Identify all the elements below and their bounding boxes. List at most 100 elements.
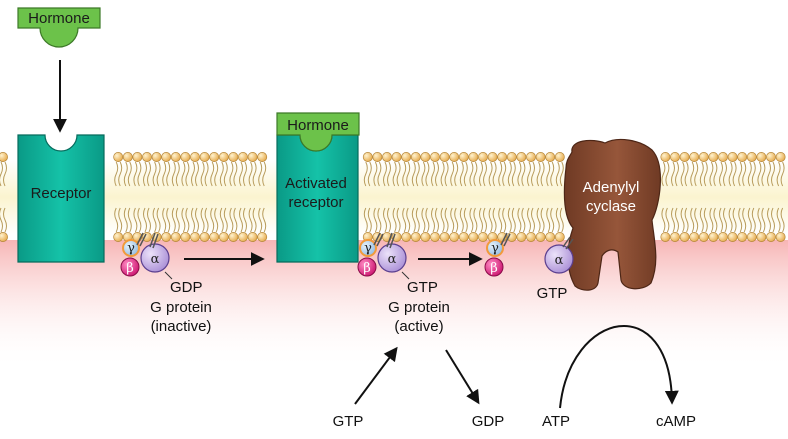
lipid-head (766, 152, 776, 162)
lipid-tail (459, 161, 468, 187)
lipid-head (228, 232, 239, 242)
alpha-subunit (544, 244, 574, 274)
lipid-tail (719, 207, 727, 233)
lipid-head (439, 232, 450, 242)
lipid-head (391, 152, 402, 162)
lipid-head (746, 232, 757, 242)
lipid-head (238, 152, 248, 162)
lipid-tail (517, 161, 526, 187)
beta-symbol: β (126, 261, 134, 276)
lipid-head (170, 152, 181, 162)
alpha-gtp: α (544, 236, 574, 274)
atp-label: ATP (542, 413, 570, 430)
lipid-head (199, 152, 210, 162)
lipid-head (161, 152, 172, 162)
lipid-head (0, 232, 8, 242)
lipid-tail (248, 161, 257, 187)
lipid-head (708, 232, 719, 242)
lipid-head (526, 152, 536, 162)
lipid-tail (671, 161, 679, 187)
lipid-head (775, 152, 786, 162)
lipid-tail (152, 207, 161, 233)
lipid-head (410, 232, 421, 242)
gamma-symbol: γ (491, 241, 499, 256)
lipid-tail (527, 161, 535, 187)
lipid-head (727, 232, 738, 242)
gtp-alpha-label: GTP (537, 285, 568, 302)
lipid-head (545, 152, 556, 162)
lipid-head (180, 232, 191, 242)
lipid-tail (171, 161, 180, 187)
lipid-tail (402, 207, 411, 233)
lipid-head (535, 152, 546, 162)
lipid-tail (200, 161, 209, 187)
lipid-head (497, 152, 508, 162)
hormone-bound: Hormone (276, 112, 360, 152)
lipid-tail (229, 207, 238, 233)
lipid-tail (239, 161, 247, 187)
lipid-tail (143, 161, 151, 187)
alpha-symbol: α (555, 253, 564, 268)
lipid-tail (392, 207, 401, 233)
camp-label: cAMP (656, 413, 696, 430)
g-protein-active: α β γ (357, 232, 407, 277)
lipid-tail (757, 161, 766, 187)
lipid-head (689, 152, 700, 162)
g-protein-active-label-1: G protein (388, 299, 450, 316)
gtp-bound-label: GTP (407, 279, 438, 296)
lipid-heads (0, 152, 786, 242)
lipid-tail (728, 161, 737, 187)
lipid-head (660, 152, 671, 162)
beta-gamma-dimer: β γ (484, 232, 511, 277)
lipid-head (458, 152, 469, 162)
lipid-head (660, 232, 671, 242)
lipid-head (468, 232, 479, 242)
lipid-tail (411, 207, 420, 233)
lipid-tail (431, 207, 439, 233)
lipid-tail (527, 207, 535, 233)
lipid-tail (181, 207, 190, 233)
lipid-tail (555, 161, 564, 187)
lipid-tail (440, 161, 449, 187)
lipid-tail (699, 161, 708, 187)
receptor: Receptor (17, 134, 105, 263)
lipid-tail (469, 161, 478, 187)
adenylyl-cyclase: Adenylyl cyclase (563, 138, 661, 291)
lipid-head (478, 232, 488, 242)
lipid-head (487, 152, 498, 162)
lipid-tail (488, 161, 497, 187)
lipid-head (161, 232, 172, 242)
lipid-head (122, 152, 133, 162)
lipid-tail (450, 161, 459, 187)
lipid-head (209, 232, 220, 242)
lipid-tail (0, 207, 7, 233)
beta-subunit (357, 257, 377, 277)
lipid-head (218, 232, 229, 242)
gdp-bound-label: GDP (170, 279, 203, 296)
lipid-head (420, 152, 431, 162)
lipid-head (142, 232, 152, 242)
lipid-tail (757, 207, 766, 233)
lipid-tail (392, 161, 401, 187)
activated-receptor-label-2: receptor (288, 194, 343, 211)
atp-to-camp-arrow (559, 325, 679, 409)
beta-symbol: β (363, 261, 371, 276)
lipid-head (458, 232, 469, 242)
lipid-head (516, 152, 527, 162)
lipid-head (132, 152, 143, 162)
gamma-subunit (122, 239, 140, 257)
beta-subunit (120, 257, 140, 277)
adenylyl-label-1: Adenylyl (583, 179, 640, 196)
lipid-head (401, 232, 412, 242)
lipid-tail (152, 161, 161, 187)
lipid-head (698, 152, 709, 162)
lipid-tail (459, 207, 468, 233)
g-protein-inactive: α β γ (120, 232, 170, 277)
lipid-tail (162, 207, 171, 233)
lipid-head (746, 152, 757, 162)
lipid-tail (248, 207, 257, 233)
activated-receptor: Activated receptor (276, 134, 359, 263)
lipid-tail (546, 161, 555, 187)
lipid-head (516, 232, 527, 242)
